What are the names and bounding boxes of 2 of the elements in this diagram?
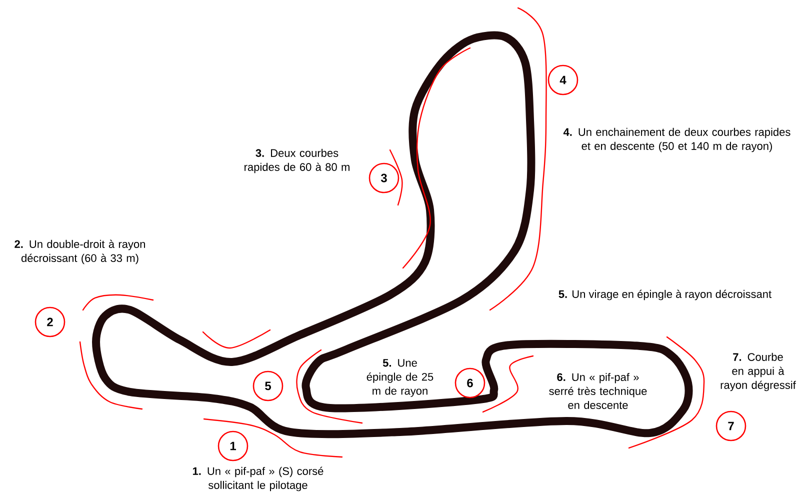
description-text: 5. Un virage en épingle à rayon décroissant	[558, 290, 772, 300]
description-text: 6. Un « pif-paf » serré très technique en descente	[549, 372, 647, 410]
